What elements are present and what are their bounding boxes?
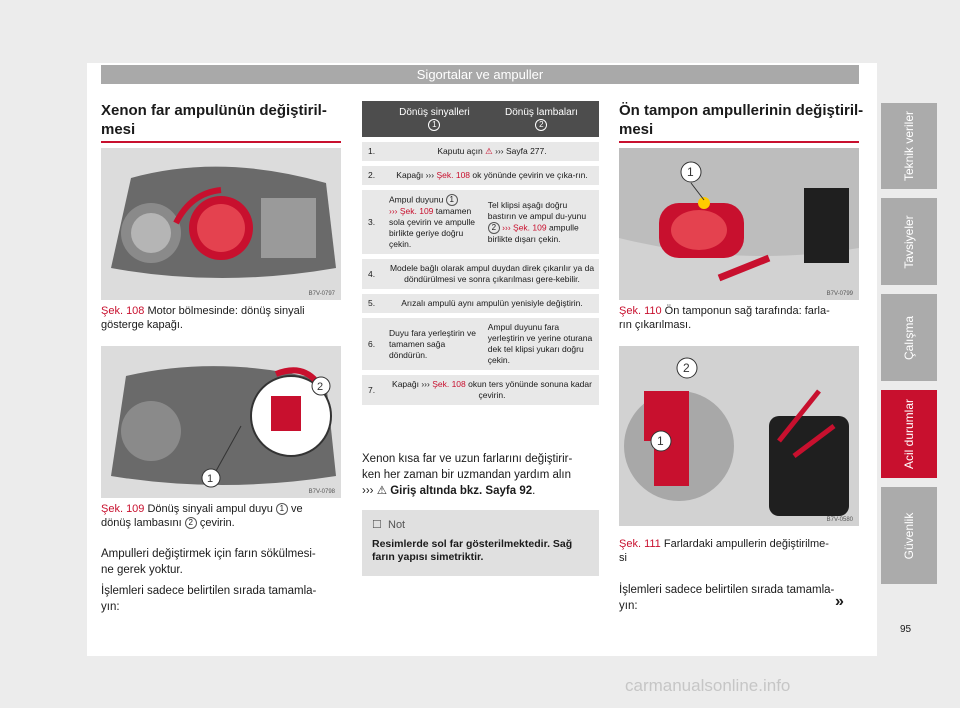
table-row: 5. Arızalı ampulü aynı ampulün yenisiyle… bbox=[362, 289, 599, 316]
note-icon: ☐ bbox=[372, 519, 382, 531]
svg-text:1: 1 bbox=[687, 165, 694, 179]
table-row: 2. Kapağı ››› Şek. 108 ok yönünde çeviri… bbox=[362, 161, 599, 188]
body-paragraph: Ampulleri değiştirmek için farın sökülme… bbox=[101, 548, 317, 613]
figure-code: B7V-0798 bbox=[308, 489, 335, 495]
continue-marker: » bbox=[835, 593, 844, 610]
watermark: carmanualsonline.info bbox=[625, 676, 791, 695]
table-row: 6. Duyu fara yerleştirin ve tamamen sağa… bbox=[362, 313, 599, 373]
tab-emergencies[interactable]: Acil durumlar bbox=[881, 390, 937, 478]
note-box: ☐ Not Resimlerde sol far gösterilmektedi… bbox=[362, 510, 599, 576]
title-rule bbox=[619, 141, 859, 143]
table-row: 4. Modele bağlı olarak ampul duydan dire… bbox=[362, 254, 599, 292]
figure-code: B7V-0797 bbox=[308, 291, 335, 297]
body-paragraph-bumper: İşlemleri sadece belirtilen sırada tamam… bbox=[619, 584, 835, 612]
tab-advice[interactable]: Tavsiyeler bbox=[881, 198, 937, 285]
page-number: 95 bbox=[900, 624, 912, 635]
table-row: 3. Ampul duyunu 1››› Şek. 109 tamamen so… bbox=[362, 185, 599, 257]
tab-operation[interactable]: Çalışma bbox=[881, 294, 937, 381]
warning-icon: ⚠ bbox=[485, 146, 493, 156]
section-header: Sigortalar ve ampuller bbox=[101, 65, 859, 84]
headlight-illustration bbox=[101, 148, 341, 300]
table-row: 1. Kaputu açın ⚠ ››› Sayfa 277. bbox=[362, 137, 599, 164]
svg-text:1: 1 bbox=[207, 473, 213, 485]
section-title-bumper: Ön tampon ampullerinin değiştiril- mesi bbox=[619, 102, 864, 138]
figure-109-caption: Şek. 109 Dönüş sinyali ampul duyu 1 ve d… bbox=[101, 503, 303, 530]
bulb-socket-illustration: 2 1 bbox=[101, 346, 341, 498]
section-title-xenon: Xenon far ampulünün değiştiril- mesi bbox=[101, 102, 327, 138]
figure-108-caption: Şek. 108 Motor bölmesinde: dönüş sinyali… bbox=[101, 305, 305, 331]
body-paragraph-xenon: Xenon kısa far ve uzun farlarını değişti… bbox=[362, 453, 573, 497]
svg-text:2: 2 bbox=[317, 381, 323, 393]
table-row: 7. Kapağı ››› Şek. 108 okun ters yönünde… bbox=[362, 370, 599, 405]
tab-safety[interactable]: Güvenlik bbox=[881, 487, 937, 584]
figure-code: B7V-0799 bbox=[826, 291, 853, 297]
figure-code: B7V-0580 bbox=[826, 517, 853, 523]
figure-111: 2 1 B7V-0580 bbox=[619, 346, 859, 526]
link-introduction[interactable]: Giriş altında bkz. Sayfa 92 bbox=[390, 485, 533, 497]
figure-110-caption: Şek. 110 Ön tamponun sağ tarafında: farl… bbox=[619, 305, 830, 331]
figure-ref: Şek. 108 bbox=[101, 305, 145, 317]
warning-icon: ⚠ bbox=[376, 485, 388, 497]
figure-110: 1 B7V-0799 bbox=[619, 148, 859, 300]
figure-108: B7V-0797 bbox=[101, 148, 341, 300]
svg-text:2: 2 bbox=[683, 361, 690, 375]
foglamp-illustration: 2 1 bbox=[619, 346, 859, 526]
bumper-illustration: 1 bbox=[619, 148, 859, 300]
title-rule bbox=[101, 141, 341, 143]
figure-111-caption: Şek. 111 Farlardaki ampullerin değiştiri… bbox=[619, 538, 829, 564]
tab-technical-data[interactable]: Teknik veriler bbox=[881, 103, 937, 189]
svg-text:1: 1 bbox=[657, 434, 664, 448]
figure-109: 2 1 B7V-0798 bbox=[101, 346, 341, 498]
